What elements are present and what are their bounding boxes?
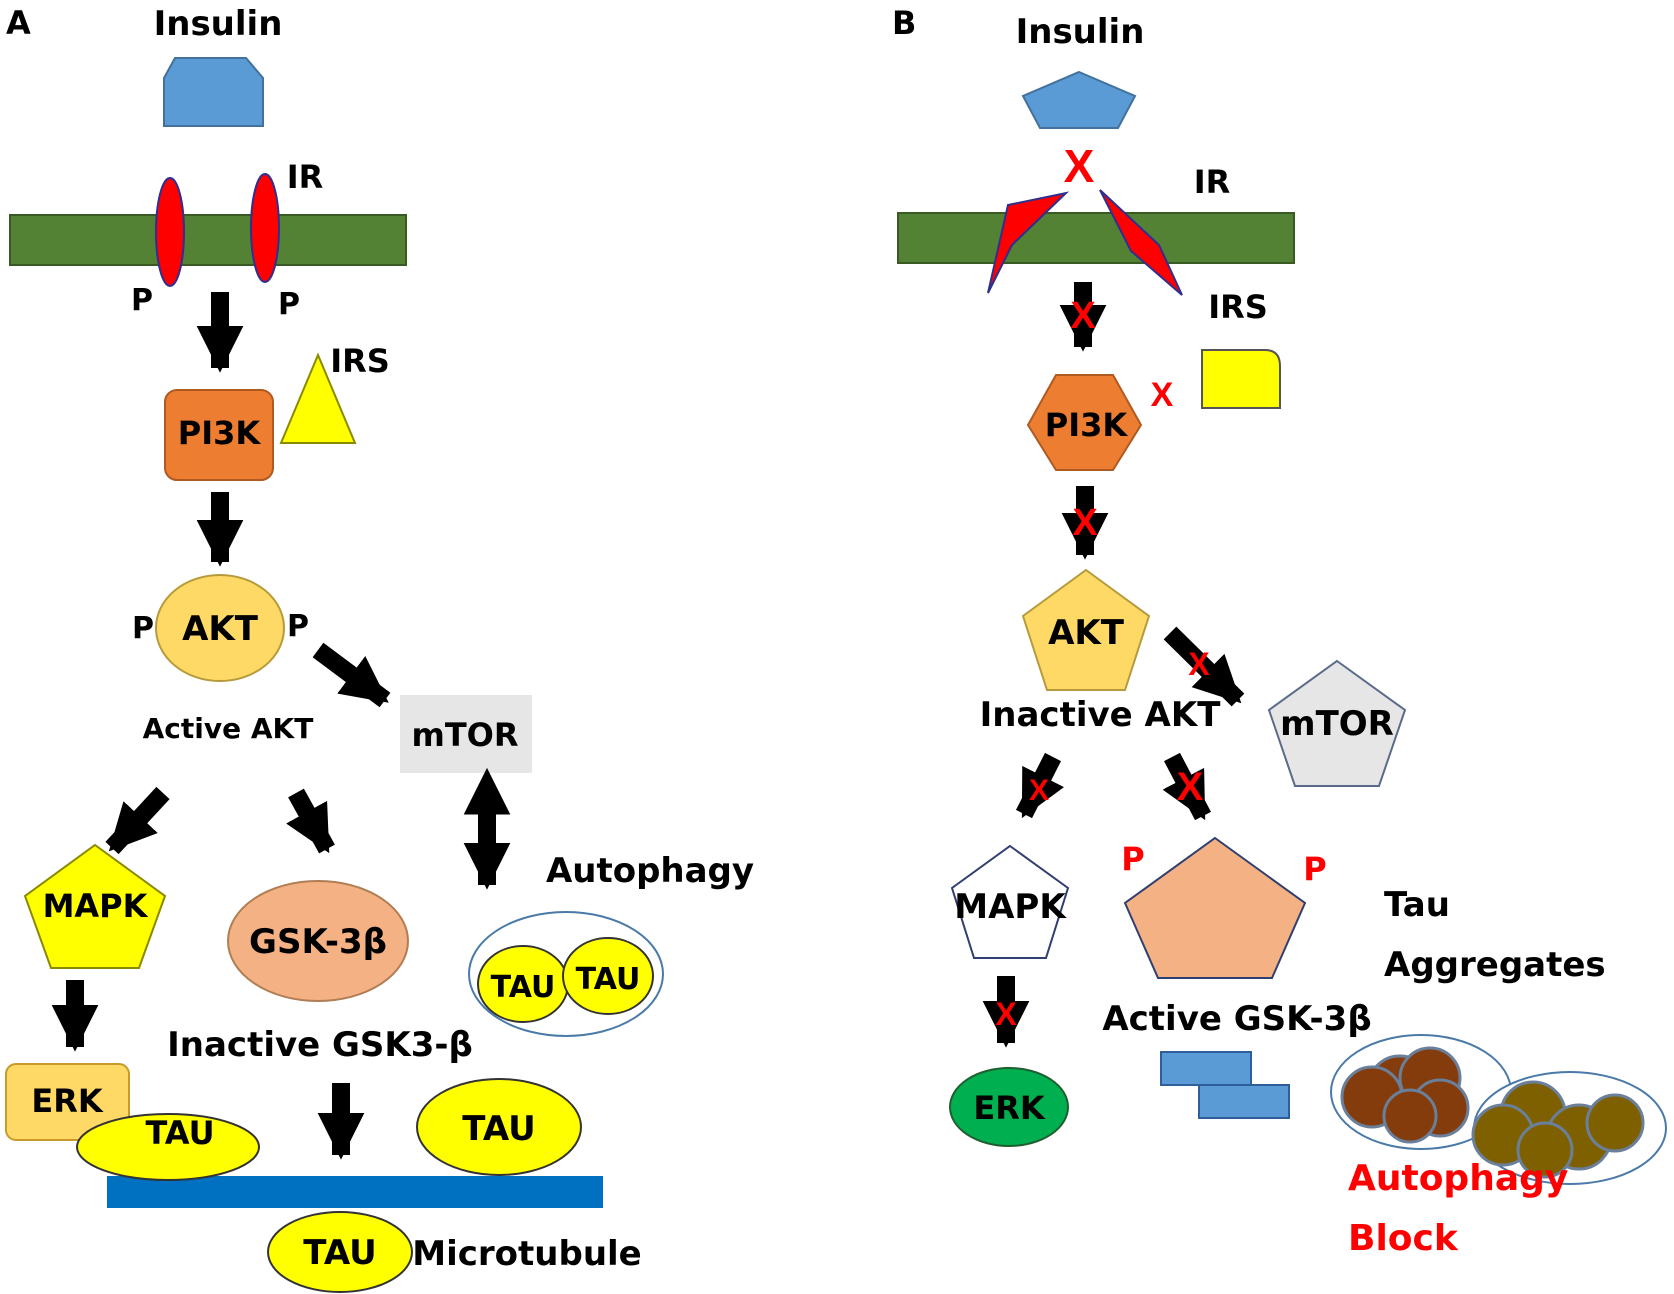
a-insulin-label: Insulin [154, 4, 283, 44]
a-gsk-label: GSK-3β [249, 922, 387, 962]
b-tau-fragment-2 [1198, 1084, 1290, 1119]
b-gsk-pentagon [1123, 836, 1307, 979]
b-erk-label: ERK [973, 1089, 1046, 1127]
b-receptor-right [1099, 189, 1183, 296]
b-akt-label: AKT [1048, 613, 1125, 653]
b-inactive-akt-label: Inactive AKT [980, 695, 1222, 735]
b-membrane [897, 212, 1295, 264]
b-irs-label: IRS [1208, 288, 1268, 326]
b-gsk-p-right: P [1303, 850, 1326, 888]
a-arrow-akt-mapk [105, 786, 170, 855]
a-insulin-shape [163, 57, 264, 127]
b-aggregates-olive [1471, 1080, 1645, 1179]
b-receptor-left [987, 191, 1070, 294]
a-mapk-label: MAPK [43, 887, 149, 925]
a-autophagy-tau-2 [562, 937, 654, 1015]
a-akt-ellipse [155, 574, 285, 682]
panel-a: A Insulin IR P P IRS PI3K AKT P P Active… [5, 4, 754, 1293]
b-mtor-pentagon [1267, 659, 1407, 787]
b-arrow-akt-mtor [1163, 626, 1245, 707]
a-microtubule-label: Microtubule [412, 1234, 641, 1274]
a-irs-label: IRS [330, 342, 390, 380]
a-erk-label: ERK [31, 1082, 104, 1120]
b-insulin-label: Insulin [1016, 12, 1145, 52]
a-receptor-right [250, 173, 280, 283]
a-ir-label: IR [287, 158, 324, 196]
b-x-ir-pi3k: X [1070, 295, 1096, 337]
b-erk-ellipse [949, 1067, 1069, 1147]
a-autophagy-tau-2-label: TAU [576, 962, 641, 997]
a-akt-p-left: P [132, 611, 154, 646]
panel-b: B Insulin X IR IRS X PI3K X X AKT Inacti… [892, 4, 1667, 1259]
b-autophagy-block-line-2: Block [1348, 1218, 1459, 1259]
a-arrow-akt-mtor [312, 642, 391, 708]
a-akt-label: AKT [182, 609, 259, 649]
a-erk-box [5, 1063, 130, 1141]
b-ir-label: IR [1194, 163, 1231, 201]
b-x-mapk-erk: X [995, 996, 1017, 1032]
panel-a-letter: A [6, 4, 31, 42]
b-aggregates-dark [1340, 1046, 1470, 1144]
a-mapk-pentagon [23, 843, 167, 969]
b-x-akt-gsk: X [1177, 765, 1204, 809]
a-p-right: P [278, 287, 300, 322]
a-tau-2-label: TAU [462, 1109, 535, 1149]
a-pi3k-label: PI3K [178, 414, 262, 452]
b-mtor-label: mTOR [1280, 704, 1394, 744]
a-tau-2 [416, 1078, 582, 1176]
b-x-akt-mtor: X [1188, 646, 1210, 682]
b-autophagy-block-line-1: Autophagy [1348, 1158, 1568, 1199]
b-tau-fragment-1 [1160, 1051, 1252, 1086]
a-active-akt-label: Active AKT [143, 712, 314, 745]
a-inactive-gsk-label: Inactive GSK3-β [167, 1025, 473, 1065]
b-x-insulin: X [1064, 140, 1095, 192]
b-arrow-akt-mapk [1015, 752, 1064, 819]
b-akt-pentagon [1021, 568, 1151, 691]
b-pi3k-hexagon [1026, 374, 1143, 471]
a-receptor-left [155, 177, 185, 287]
a-mtor-label: mTOR [411, 716, 518, 754]
a-irs-triangle [279, 352, 357, 444]
a-membrane [9, 214, 407, 266]
b-mapk-pentagon [950, 844, 1070, 959]
b-mapk-label: MAPK [954, 887, 1067, 927]
b-x-akt-mapk: X [1029, 774, 1049, 807]
a-tau-3 [267, 1211, 413, 1293]
a-autophagy-tau-1-label: TAU [491, 970, 556, 1005]
b-insulin-shape [1021, 70, 1137, 129]
panel-b-letter: B [892, 4, 916, 42]
a-p-left: P [131, 283, 153, 318]
a-akt-p-right: P [287, 609, 309, 644]
b-gsk-p-left: P [1121, 840, 1144, 878]
b-x-pi3k-akt: X [1072, 502, 1098, 544]
b-active-gsk-label: Active GSK-3β [1102, 999, 1371, 1039]
a-arrow-akt-gsk [286, 788, 335, 854]
b-arrow-akt-gsk [1162, 752, 1211, 821]
b-irs-box [1201, 349, 1281, 409]
b-x-irs: X [1151, 376, 1174, 414]
a-gsk-ellipse [227, 880, 409, 1002]
a-microtubule [107, 1176, 603, 1208]
a-mtor-box [400, 695, 532, 773]
b-tau-aggregates-line-1: Tau [1384, 885, 1450, 925]
a-tau-1-label: TAU [145, 1114, 214, 1152]
a-tau-1 [76, 1113, 260, 1181]
a-autophagy-label: Autophagy [546, 851, 754, 891]
a-tau-3-label: TAU [303, 1233, 376, 1273]
b-pi3k-label: PI3K [1045, 406, 1129, 444]
b-tau-aggregates-line-2: Aggregates [1384, 945, 1606, 985]
a-pi3k-box [164, 389, 274, 481]
